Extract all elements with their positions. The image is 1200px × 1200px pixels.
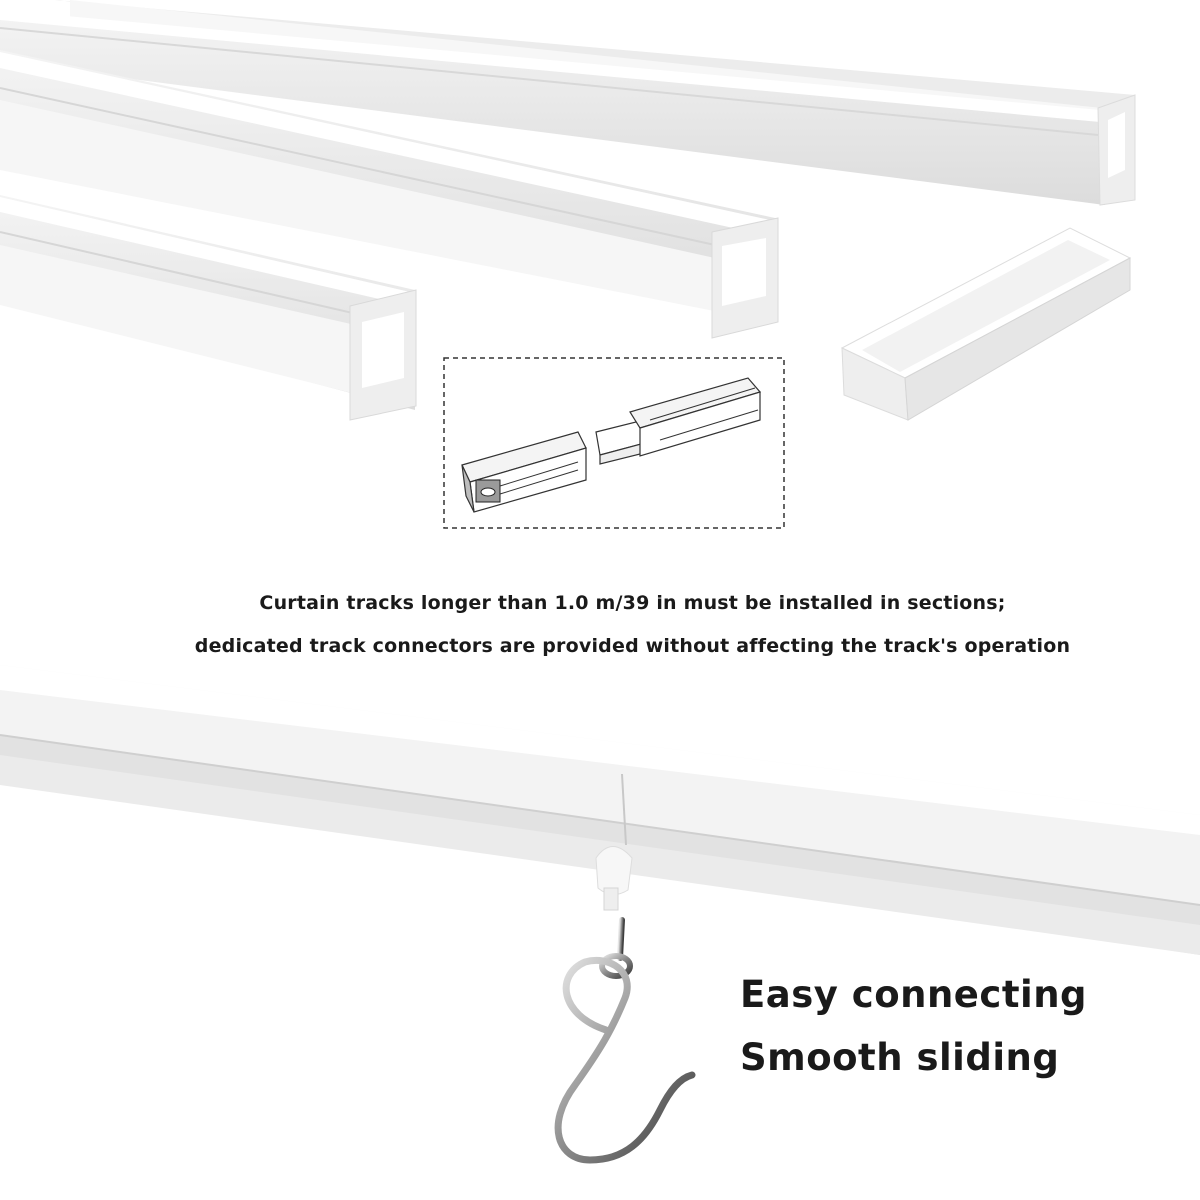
- caption-line-2: dedicated track connectors are provided …: [194, 635, 1071, 657]
- connector-diagram: [443, 357, 785, 529]
- track-connector: [840, 227, 1132, 421]
- s-hook-icon: [554, 917, 696, 1164]
- feature-smooth-sliding: Smooth sliding: [740, 1036, 1060, 1079]
- caption-line-1: Curtain tracks longer than 1.0 m/39 in m…: [259, 592, 1006, 614]
- ceiling-track: [0, 665, 1200, 955]
- curtain-track-medium: [0, 50, 779, 339]
- curtain-track-short: [0, 195, 417, 421]
- feature-easy-connecting: Easy connecting: [740, 973, 1088, 1016]
- curtain-track-long: [0, 0, 1136, 206]
- track-glider: [595, 846, 633, 911]
